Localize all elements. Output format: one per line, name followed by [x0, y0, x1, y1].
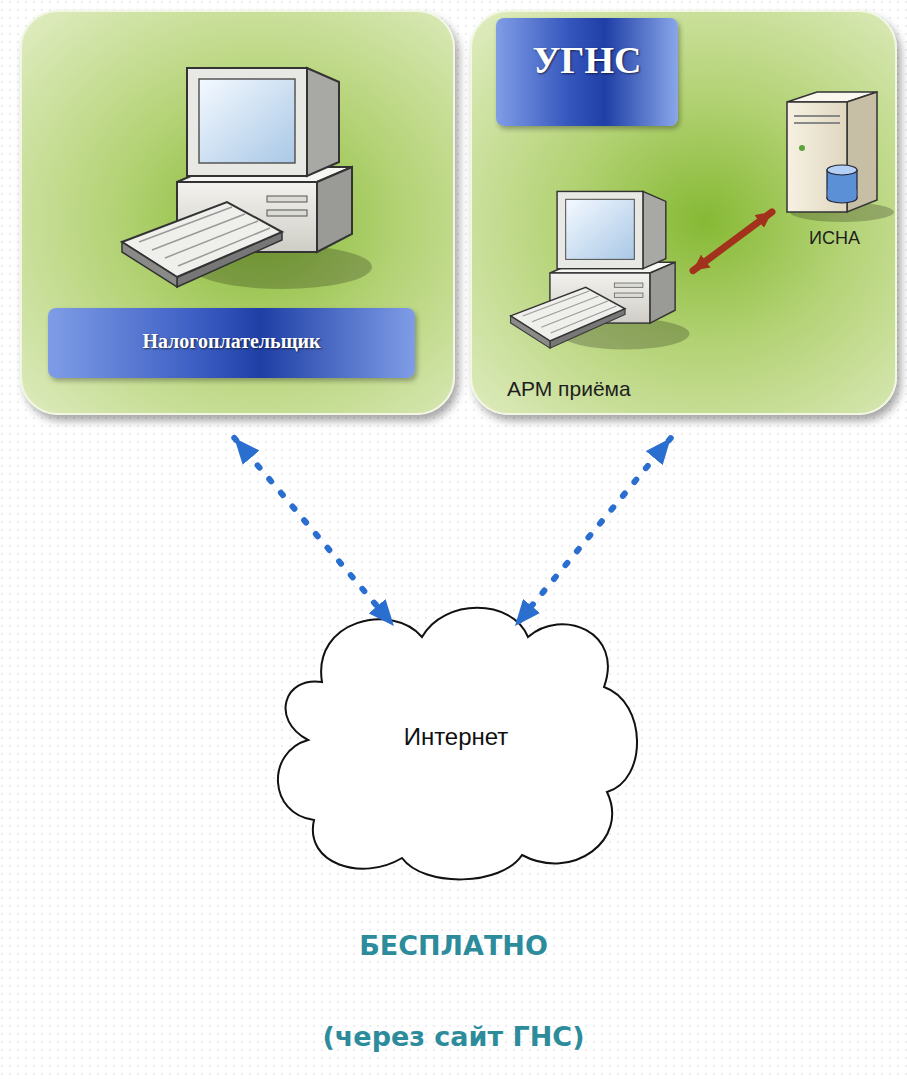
panel-title: УГНС: [532, 38, 641, 82]
label-bar: Налогоплательщик: [48, 308, 415, 378]
server: ИСНА: [772, 90, 897, 257]
computer-illustration: [117, 62, 377, 302]
network-link: [515, 438, 671, 626]
workstation: АРМ приёма: [507, 187, 693, 407]
cloud-label: Интернет: [262, 723, 650, 751]
group-panel: АРМ приёма ИСНА УГНС: [470, 10, 897, 415]
computer-illustration: [507, 187, 693, 359]
device-label: ИСНА: [809, 228, 860, 249]
network-link: [234, 438, 394, 626]
network-cloud: Интернет: [262, 590, 650, 890]
device-label: АРМ приёма: [507, 377, 631, 401]
label-bar: УГНС: [496, 18, 678, 126]
panel-title: Налогоплательщик: [142, 330, 320, 353]
computer-illustration: [772, 90, 897, 225]
group-panel: Налогоплательщик: [20, 10, 455, 415]
data-link: [693, 212, 772, 271]
note-text: БЕСПЛАТНО: [0, 930, 907, 961]
note-text: (через сайт ГНС): [0, 1021, 907, 1052]
